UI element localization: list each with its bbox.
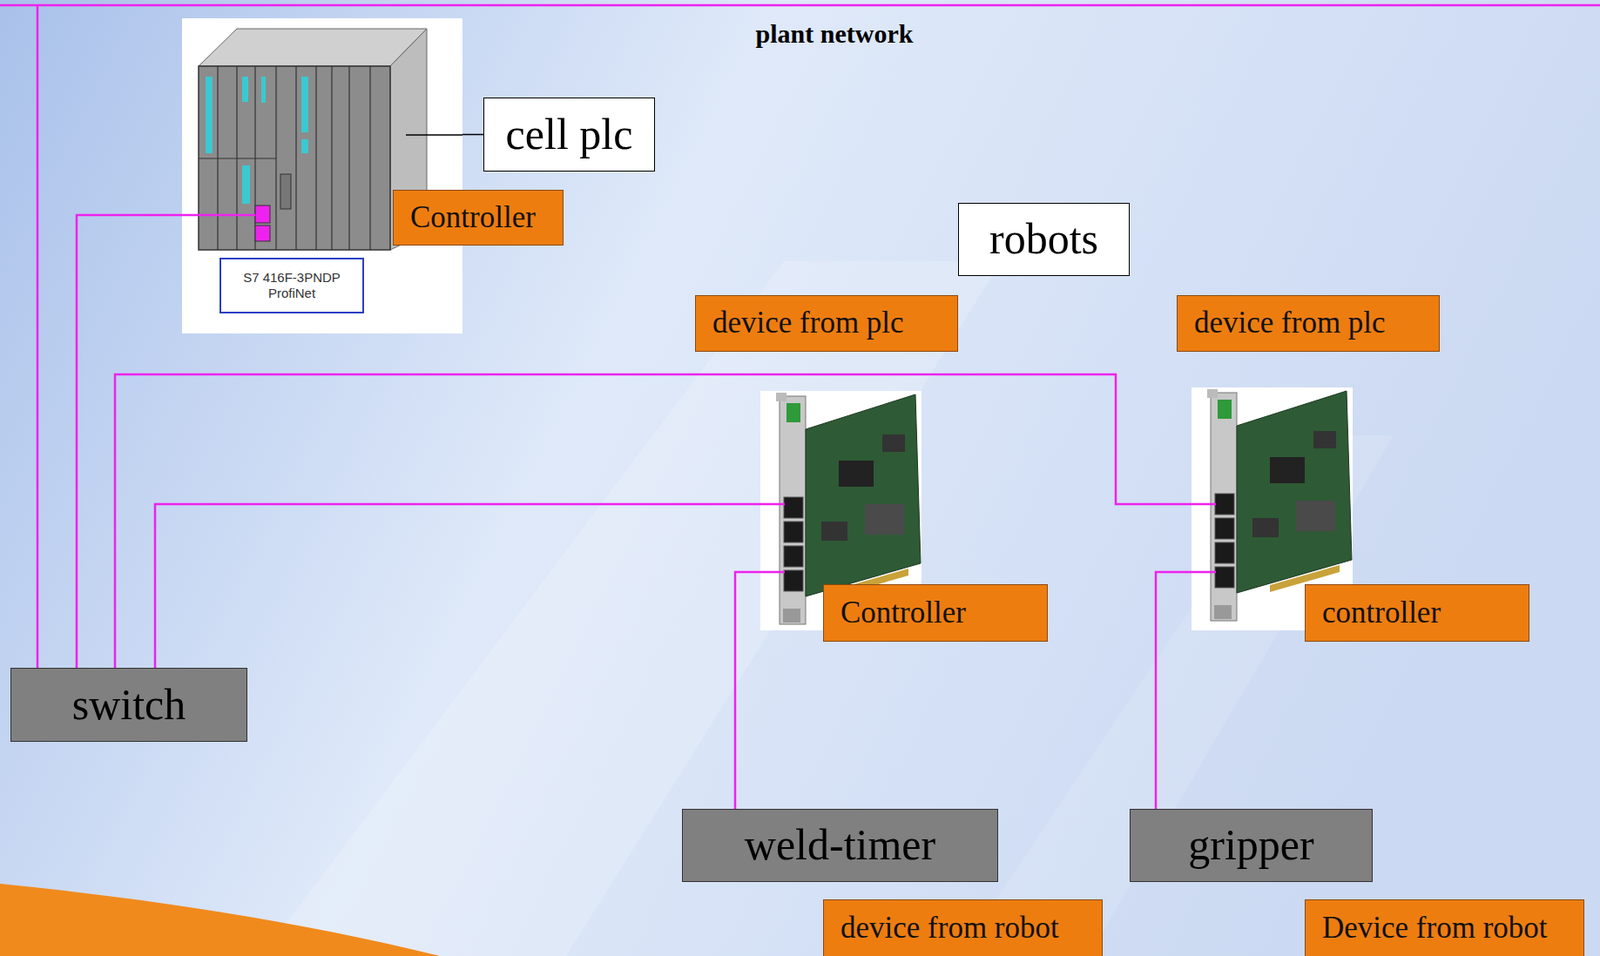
plc-led-bar	[261, 76, 266, 103]
plc-led-bar	[242, 76, 249, 102]
plc-module-line	[315, 66, 317, 250]
plc-led-bar	[301, 76, 309, 133]
role-tag: Controller	[823, 584, 1048, 642]
plc-photo-ground	[182, 18, 463, 334]
card-port	[783, 546, 804, 568]
node-text: Controller	[410, 200, 536, 236]
card-chip	[821, 521, 848, 541]
card-port	[783, 497, 804, 519]
role-tag: Controller	[392, 189, 564, 246]
plc-module-lines	[198, 66, 371, 250]
node-text: cell plc	[506, 109, 634, 161]
card-port	[783, 521, 804, 543]
plc-module-line	[369, 66, 371, 250]
network-cable	[114, 374, 1216, 669]
light-streak	[958, 435, 1394, 956]
plc-led-bar	[205, 76, 213, 154]
node-text: S7 416F-3PNDP ProfiNet	[219, 257, 365, 314]
card-chip	[882, 434, 905, 453]
role-tag: device from plc	[1176, 295, 1440, 352]
network-cable	[36, 5, 40, 669]
card-chip	[864, 504, 905, 535]
node-text: device from robot	[840, 911, 1060, 946]
device-box: switch	[10, 668, 248, 743]
card-bracket-foot	[783, 608, 801, 623]
card-bracket	[779, 396, 806, 625]
role-tag: Device from robot	[1304, 899, 1585, 956]
device-box: gripper	[1129, 809, 1373, 883]
network-label: plant network	[756, 19, 914, 50]
card-chip	[1296, 500, 1336, 532]
card-chip	[1269, 457, 1305, 484]
card-port	[1215, 567, 1235, 588]
plc-led-bar	[301, 139, 309, 154]
plc-module-line	[295, 66, 297, 250]
node-text: Controller	[840, 595, 966, 631]
device-box: weld-timer	[681, 809, 999, 883]
card-bracket	[1210, 392, 1237, 622]
card-bracket-tab	[776, 392, 787, 402]
card-port	[1215, 518, 1235, 540]
card-port	[1215, 542, 1235, 564]
plc-module-line	[198, 157, 277, 159]
network-cable	[182, 214, 256, 217]
network-wires	[0, 5, 1600, 810]
card-port	[783, 570, 804, 592]
role-tag: controller	[1304, 584, 1530, 642]
node-text: device from plc	[712, 305, 905, 341]
card-terminal	[786, 403, 801, 423]
plc-rack-top	[198, 28, 427, 67]
plc-connector	[280, 174, 291, 210]
plc-led-bar	[242, 165, 250, 204]
node-text: Device from robot	[1322, 911, 1548, 946]
plc-module-line	[348, 66, 350, 250]
card-bracket-tab	[1207, 389, 1218, 399]
card-pcb	[805, 394, 921, 597]
network-cable	[735, 572, 785, 810]
network-cable	[1155, 572, 1216, 810]
network-cable	[462, 134, 484, 136]
plc-ethernet-port	[255, 225, 271, 242]
network-cable	[76, 215, 183, 669]
node-text: switch	[72, 680, 187, 731]
plc-ethernet-port	[255, 205, 271, 223]
card-chip	[838, 460, 874, 487]
leader-line	[405, 134, 463, 136]
card-pcb	[1236, 391, 1352, 594]
node-text: controller	[1322, 595, 1441, 631]
card-port	[1215, 493, 1235, 515]
node-text: weld-timer	[744, 820, 936, 871]
card-chip	[1313, 431, 1337, 449]
plc-photo: S7 416F-3PNDP ProfiNet	[182, 18, 463, 334]
network-cable	[155, 504, 785, 669]
node-text: robots	[989, 214, 1099, 265]
plant-network-line	[0, 4, 1600, 7]
role-tag: device from robot	[823, 899, 1103, 956]
card-terminal	[1217, 399, 1232, 419]
title-box: robots	[958, 202, 1130, 277]
role-tag: device from plc	[695, 295, 959, 352]
plc-rack-front	[198, 66, 391, 250]
node-text: device from plc	[1194, 305, 1386, 341]
plc-module-line	[330, 66, 332, 250]
light-streak	[261, 261, 1002, 956]
title-box: cell plc	[483, 97, 655, 172]
plc-led-bar	[205, 139, 213, 152]
card-bracket-foot	[1214, 605, 1232, 620]
node-text: gripper	[1188, 820, 1314, 871]
card-chip	[1252, 518, 1279, 538]
orange-swoosh	[0, 884, 440, 956]
